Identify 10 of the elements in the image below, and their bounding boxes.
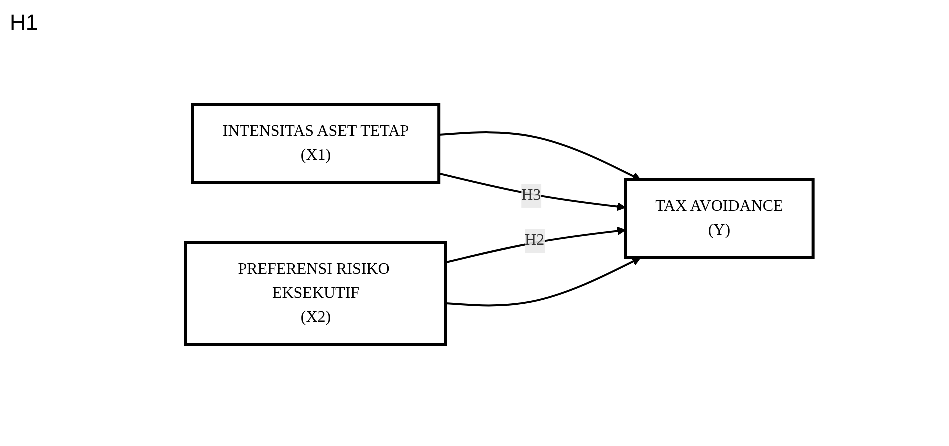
- node-box: INTENSITAS ASET TETAP (X1): [192, 104, 441, 184]
- edge-label: H2: [525, 232, 545, 250]
- edge-label: H3: [522, 186, 542, 204]
- hypothesis-label: H1: [10, 10, 38, 36]
- arrow: [446, 226, 626, 264]
- node-box: TAX AVOIDANCE (Y): [624, 178, 816, 260]
- arrow: [446, 258, 642, 307]
- arrow: [439, 172, 626, 212]
- arrow: [439, 132, 642, 180]
- node-box: PREFERENSI RISIKO EKSEKUTIF (X2): [184, 242, 448, 346]
